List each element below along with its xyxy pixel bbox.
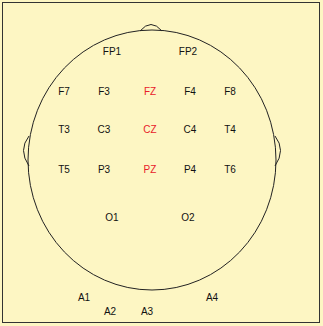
electrode-label: F7 bbox=[58, 87, 70, 97]
frame-border bbox=[3, 3, 320, 323]
electrode-label: A3 bbox=[141, 307, 153, 317]
electrode-label: O2 bbox=[181, 213, 194, 223]
electrode-label: T5 bbox=[58, 165, 70, 175]
electrode-label: A1 bbox=[78, 293, 90, 303]
electrode-label: T4 bbox=[224, 125, 236, 135]
electrode-label: FP2 bbox=[179, 47, 197, 57]
electrode-label: F3 bbox=[98, 87, 110, 97]
electrode-label: A2 bbox=[104, 307, 116, 317]
electrode-label: C4 bbox=[184, 125, 197, 135]
head-outline bbox=[28, 30, 276, 290]
electrode-label: CZ bbox=[143, 125, 156, 135]
electrode-label: T3 bbox=[58, 125, 70, 135]
electrode-label: FP1 bbox=[103, 47, 121, 57]
electrode-label: P3 bbox=[98, 165, 110, 175]
electrode-label: C3 bbox=[98, 125, 111, 135]
electrode-label: PZ bbox=[144, 165, 157, 175]
electrode-label: F4 bbox=[184, 87, 196, 97]
electrode-label: P4 bbox=[184, 165, 196, 175]
electrode-label: A4 bbox=[206, 293, 218, 303]
electrode-label: T6 bbox=[224, 165, 236, 175]
electrode-label: F8 bbox=[224, 87, 236, 97]
electrode-label: FZ bbox=[144, 87, 156, 97]
electrode-label: O1 bbox=[105, 213, 118, 223]
